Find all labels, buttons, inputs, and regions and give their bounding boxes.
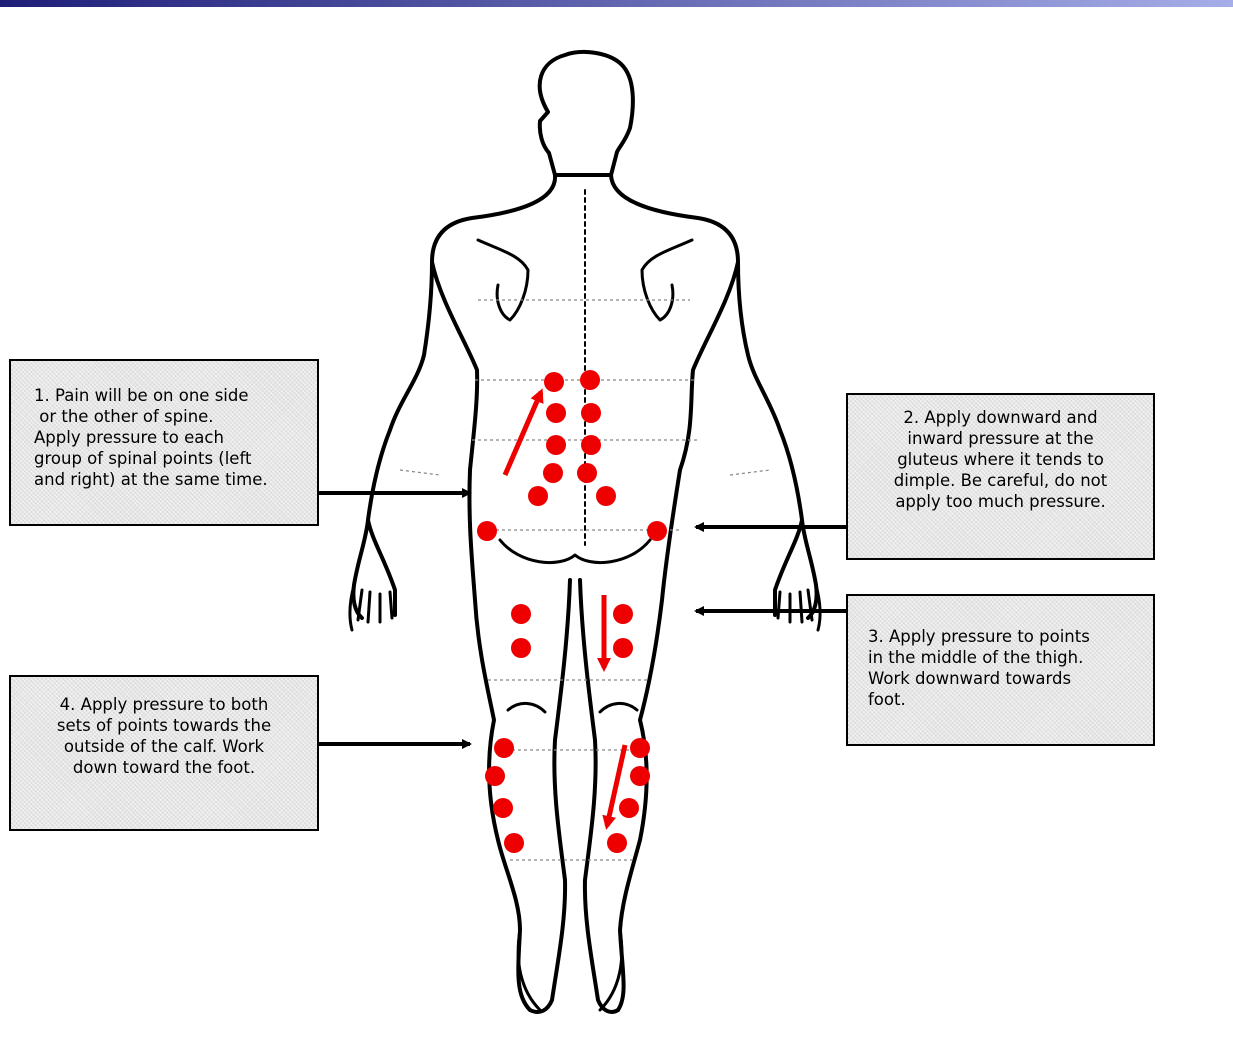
callout-line: inward pressure at the — [854, 428, 1147, 449]
callout-calf: 4. Apply pressure to both sets of points… — [9, 675, 319, 831]
callout-line: sets of points towards the — [17, 715, 311, 736]
knee-left — [508, 703, 545, 712]
callout-line: foot. — [868, 689, 1147, 710]
body-silhouette-left — [353, 175, 555, 1010]
knee-right — [600, 703, 637, 712]
callout-line: down toward the foot. — [17, 757, 311, 778]
gluteus-outline — [500, 540, 650, 563]
pressure-point — [607, 833, 627, 853]
pressure-point — [494, 738, 514, 758]
pressure-point — [504, 833, 524, 853]
callout-line: Work downward towards — [868, 668, 1147, 689]
pressure-point — [511, 638, 531, 658]
pressure-point — [543, 463, 563, 483]
callout-line: 1. Pain will be on one side — [34, 385, 311, 406]
callout-line: group of spinal points (left — [34, 448, 311, 469]
pressure-point — [619, 798, 639, 818]
pressure-point — [477, 521, 497, 541]
callout-line: and right) at the same time. — [34, 469, 311, 490]
pressure-point — [613, 604, 633, 624]
callout-line: apply too much pressure. — [854, 491, 1147, 512]
pressure-points — [477, 370, 667, 853]
pressure-point — [544, 372, 564, 392]
pressure-point — [546, 435, 566, 455]
pressure-point — [630, 766, 650, 786]
callout-line: in the middle of the thigh. — [868, 647, 1147, 668]
back-muscle-right — [642, 240, 692, 320]
pressure-point — [630, 738, 650, 758]
callout-spine-points: 1. Pain will be on one side or the other… — [9, 359, 319, 526]
callout-line: Apply pressure to each — [34, 427, 311, 448]
pressure-point — [577, 463, 597, 483]
callout-line: or the other of spine. — [34, 406, 311, 427]
pressure-point — [580, 370, 600, 390]
callout-gluteus: 2. Apply downward and inward pressure at… — [846, 393, 1155, 560]
callout-line: 3. Apply pressure to points — [868, 626, 1147, 647]
pressure-point — [485, 766, 505, 786]
body-outline — [350, 52, 820, 1012]
pressure-point — [647, 521, 667, 541]
pressure-point — [613, 638, 633, 658]
pressure-point — [511, 604, 531, 624]
pressure-point — [546, 403, 566, 423]
callout-line: outside of the calf. Work — [17, 736, 311, 757]
back-muscle-left — [478, 240, 528, 320]
callout-line: 2. Apply downward and — [854, 407, 1147, 428]
callout-line: dimple. Be careful, do not — [854, 470, 1147, 491]
motion-arrow-up — [505, 392, 541, 475]
callout-line: 4. Apply pressure to both — [17, 694, 311, 715]
callout-thigh: 3. Apply pressure to points in the middl… — [846, 594, 1155, 746]
foot-right — [600, 930, 622, 1010]
pressure-point — [581, 403, 601, 423]
inner-leg-left — [530, 580, 570, 1012]
callout-line: gluteus where it tends to — [854, 449, 1147, 470]
head-outline — [540, 52, 633, 175]
pressure-point — [528, 486, 548, 506]
pressure-point — [493, 798, 513, 818]
pressure-point — [581, 435, 601, 455]
pressure-point — [596, 486, 616, 506]
